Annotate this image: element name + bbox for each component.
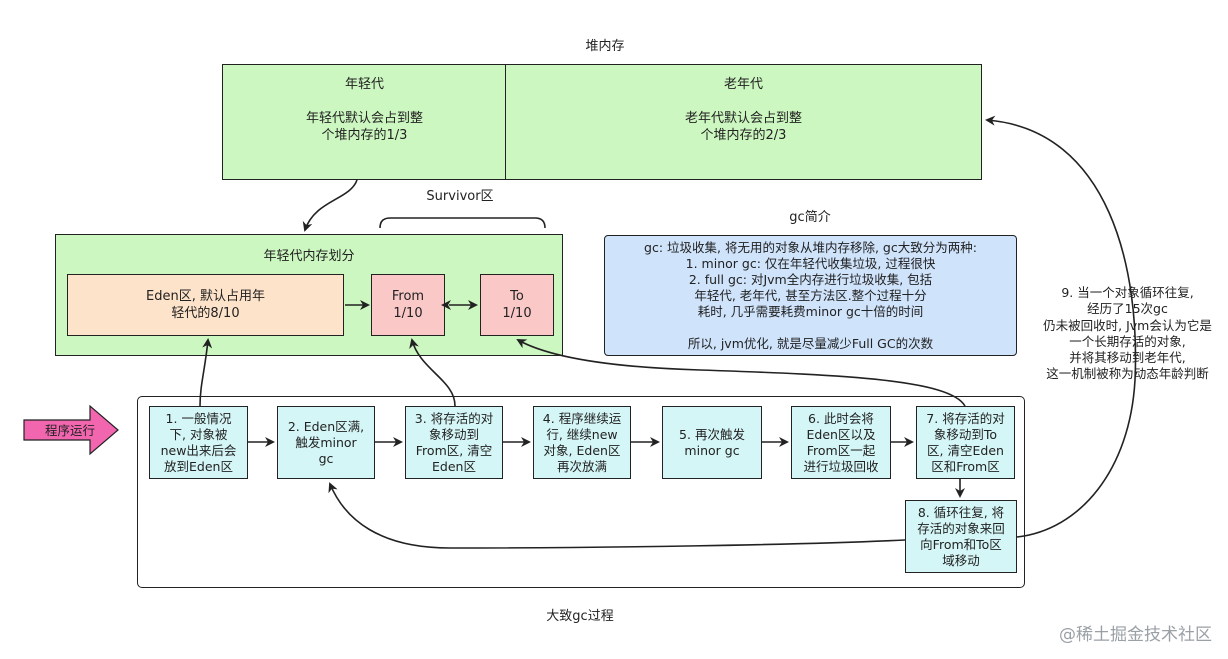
step3-to-from-arrow — [409, 338, 456, 407]
gc-intro-box: gc: 垃圾收集, 将无用的对象从堆内存移除, gc大致分为两种: 1. min… — [604, 235, 1017, 356]
old-generation-desc: 老年代默认会占到整 个堆内存的2/3 — [684, 111, 802, 143]
young-generation-desc: 年轻代默认会占到整 个堆内存的1/3 — [305, 111, 423, 143]
step8-to-old-generation-arrow — [985, 115, 1137, 538]
step-7: 7. 将存活的对 象移动到To 区, 清空Eden 区和From区 — [916, 406, 1015, 479]
watermark: @稀土掘金技术社区 — [1059, 625, 1212, 645]
step-6: 6. 此时会将 Eden区以及 From区一起 进行垃圾回收 — [791, 406, 891, 479]
program-run-arrow — [23, 404, 119, 456]
step1-to-eden-arrow — [199, 338, 213, 407]
step-4: 4. 程序继续运 行, 继续new 对象, Eden区 再次放满 — [533, 406, 631, 479]
eden-box: Eden区, 默认占用年 轻代的8/10 — [67, 274, 344, 336]
heap-title: 堆内存 — [585, 39, 625, 54]
old-generation-box: 老年代 老年代默认会占到整 个堆内存的2/3 — [505, 64, 982, 180]
aging-threshold-note: 9. 当一个对象循环往复, 经历了15次gc 仍未被回收时, Jvm会认为它是 … — [1025, 285, 1228, 383]
step8-loop-to-step2-arrow — [328, 482, 906, 549]
old-generation-title: 老年代 — [723, 77, 763, 92]
step-3: 3. 将存活的对 象移动到 From区, 清空 Eden区 — [405, 406, 503, 479]
gc-process-container — [137, 396, 1025, 588]
program-run-label: 程序运行 — [44, 423, 95, 438]
step-8: 8. 循环往复, 将 存活的对象来回 向From和To区 域移动 — [905, 500, 1017, 573]
to-box: To 1/10 — [480, 274, 554, 336]
survivor-label: Survivor区 — [426, 189, 494, 204]
young-generation-title: 年轻代 — [344, 77, 384, 92]
step7-to-to-arrow — [516, 339, 966, 407]
step-5: 5. 再次触发 minor gc — [662, 406, 762, 479]
step-1: 1. 一般情况 下, 对象被 new出来后会 放到Eden区 — [149, 406, 248, 479]
young-to-division-arrow — [302, 179, 358, 232]
process-title: 大致gc过程 — [546, 609, 614, 624]
step-2: 2. Eden区满, 触发minor gc — [277, 406, 375, 479]
survivor-brace — [379, 217, 546, 229]
gc-intro-title: gc简介 — [789, 210, 831, 225]
young-division-title: 年轻代内存划分 — [263, 249, 355, 264]
